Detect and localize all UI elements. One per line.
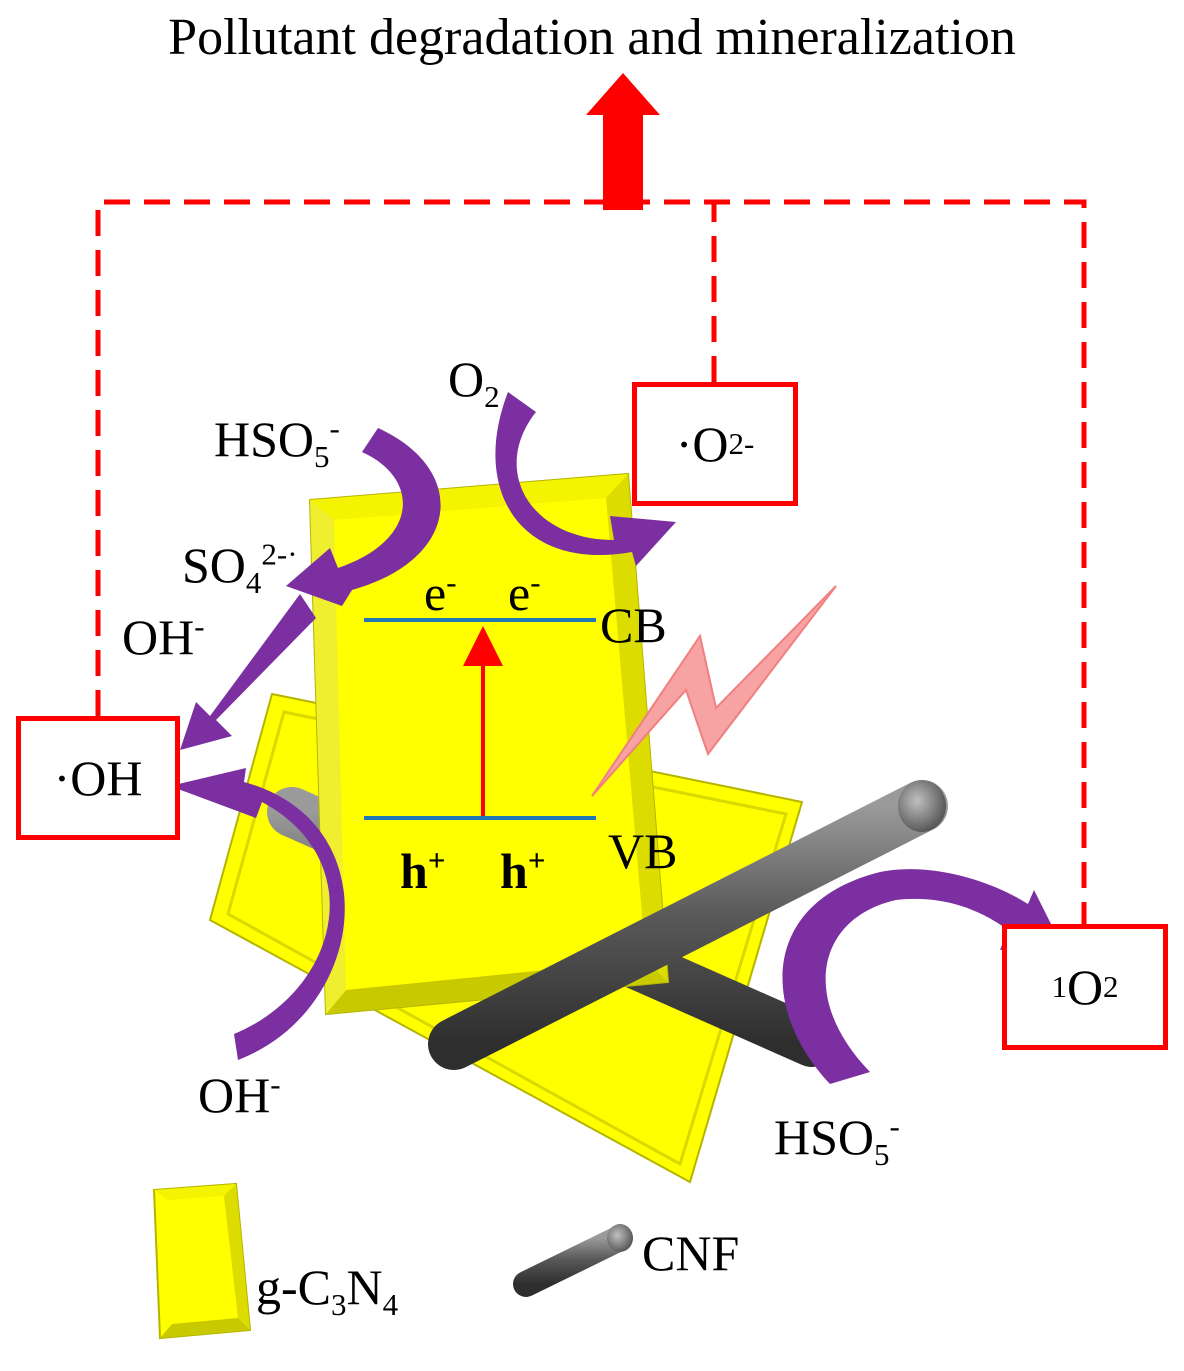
label-vb: VB xyxy=(608,823,678,879)
label-hole-1: h+ xyxy=(400,842,446,899)
label-hso5-top: HSO5- xyxy=(214,410,340,474)
diagram-title: Pollutant degradation and mineralization xyxy=(168,9,1016,66)
label-electron-2: e- xyxy=(508,564,541,621)
label-o2: O2 xyxy=(448,351,500,414)
g-c3n4-sheet-front xyxy=(308,472,670,1016)
label-cb: CB xyxy=(600,597,667,653)
label-electron-1: e- xyxy=(424,564,457,621)
dashed-connector-network xyxy=(95,199,1087,924)
dashed-line-oh xyxy=(95,199,1087,924)
legend-g-c3n4-label: g-C3N4 xyxy=(256,1259,399,1322)
arrow-hso5-top xyxy=(286,428,441,606)
hydroxyl-radical-box: ·OH xyxy=(16,716,180,840)
red-up-arrow xyxy=(586,73,660,210)
light-bolt-icon xyxy=(591,585,837,797)
label-oh-upper: OH- xyxy=(122,608,205,665)
label-oh-lower: OH- xyxy=(198,1066,281,1123)
cnf-rod-long xyxy=(428,780,948,1070)
label-so4: SO42-· xyxy=(182,536,298,600)
purple-arrows xyxy=(170,392,1060,1084)
legend-g-c3n4-icon xyxy=(152,1182,252,1340)
arrow-oh-lower xyxy=(170,768,345,1060)
label-hole-2: h+ xyxy=(500,842,546,899)
legend-cnf-icon xyxy=(513,1224,633,1297)
arrow-o2 xyxy=(495,392,676,566)
legend-cnf-label: CNF xyxy=(642,1225,740,1281)
label-hso5-bottom: HSO5- xyxy=(774,1108,900,1172)
arrow-so4-to-oh xyxy=(180,594,316,750)
